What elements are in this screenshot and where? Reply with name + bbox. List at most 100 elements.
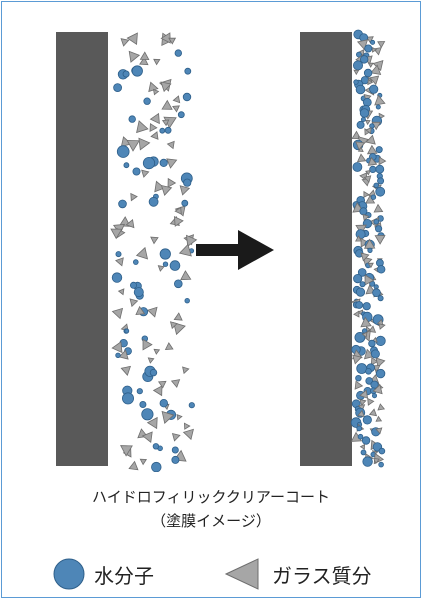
glass-component — [152, 385, 163, 397]
glass-component — [174, 206, 182, 215]
glass-component — [139, 51, 150, 61]
water-molecule — [372, 288, 381, 298]
water-molecule — [141, 408, 154, 421]
glass-component — [170, 379, 181, 388]
glass-component — [120, 38, 130, 47]
glass-component — [374, 94, 386, 106]
glass-component — [172, 95, 181, 104]
water-molecule — [171, 446, 179, 454]
water-molecule — [365, 377, 374, 385]
water-molecule — [113, 83, 122, 92]
glass-component — [136, 120, 149, 134]
water-molecule — [377, 265, 386, 274]
water-molecule — [375, 146, 383, 154]
glass-component — [377, 41, 386, 49]
water-molecule — [375, 164, 385, 174]
glass-component — [365, 127, 372, 135]
glass-component — [355, 235, 363, 242]
glass-component — [149, 122, 158, 132]
glass-component — [154, 180, 166, 193]
legend-label-glass: ガラス質分 — [272, 564, 372, 588]
arrow-shaft — [196, 244, 240, 256]
caption-title: ハイドロフィリッククリアーコート — [92, 488, 330, 506]
glass-component — [130, 192, 138, 202]
glass-component — [360, 316, 372, 328]
glass-component — [120, 445, 133, 457]
glass-component — [359, 389, 369, 399]
glass-component — [166, 158, 178, 169]
glass-component — [364, 119, 371, 126]
water-molecule — [174, 279, 183, 289]
water-molecule — [365, 367, 372, 375]
water-molecule — [352, 60, 363, 71]
glass-component — [367, 62, 374, 68]
water-molecule — [375, 186, 386, 197]
water-molecule — [360, 117, 366, 123]
water-molecule — [356, 363, 368, 374]
water-molecule — [369, 84, 379, 94]
water-molecule — [159, 248, 171, 260]
glass-component — [147, 357, 155, 364]
water-molecule — [159, 158, 168, 167]
glass-component — [378, 156, 387, 166]
glass-component — [171, 432, 181, 442]
water-molecule — [362, 456, 373, 467]
water-molecule — [177, 111, 185, 119]
glass-component — [370, 356, 379, 366]
water-molecule — [373, 219, 380, 225]
glass-component — [139, 56, 149, 66]
water-molecule — [122, 70, 130, 78]
water-molecule — [357, 268, 367, 277]
water-molecule — [369, 165, 377, 173]
glass-component — [161, 119, 170, 127]
water-molecule — [151, 461, 162, 472]
glass-component — [117, 288, 125, 296]
glass-component — [367, 156, 378, 166]
glass-component — [355, 141, 366, 151]
glass-component — [367, 262, 374, 269]
water-molecule — [359, 108, 370, 118]
glass-component — [138, 137, 151, 151]
glass-component — [373, 458, 380, 465]
glass-component — [135, 305, 146, 315]
water-molecule — [122, 392, 135, 405]
water-molecule — [352, 162, 363, 172]
water-molecule — [183, 178, 192, 187]
water-molecule — [124, 328, 130, 334]
water-molecule — [360, 55, 369, 64]
water-molecule — [375, 368, 386, 379]
water-molecule — [354, 331, 366, 343]
water-molecule — [111, 272, 123, 283]
water-molecule — [362, 302, 371, 311]
glass-component — [142, 338, 153, 351]
water-molecule — [149, 368, 158, 377]
glass-component — [375, 427, 383, 435]
glass-component — [125, 218, 135, 229]
water-molecule — [164, 126, 172, 134]
glass-component — [354, 380, 364, 390]
water-molecule — [188, 402, 195, 409]
glass-component — [161, 410, 175, 424]
water-molecule — [356, 425, 363, 432]
water-molecule — [363, 68, 373, 78]
glass-component — [363, 348, 375, 360]
water-molecule — [123, 162, 130, 169]
water-molecule — [368, 339, 376, 348]
water-molecule — [132, 167, 141, 176]
water-molecule — [115, 251, 122, 258]
glass-component — [153, 348, 161, 355]
glass-component — [364, 274, 375, 286]
water-molecule — [184, 298, 190, 304]
water-molecule — [353, 273, 363, 284]
glass-component — [161, 99, 173, 110]
water-molecule — [159, 399, 168, 408]
glass-component — [176, 413, 183, 421]
glass-component — [365, 36, 374, 44]
glass-component — [365, 134, 376, 145]
water-molecule — [133, 287, 144, 298]
water-molecule — [355, 375, 362, 382]
glass-component — [370, 64, 382, 76]
glass-component — [375, 357, 386, 368]
glass-component — [353, 69, 360, 76]
